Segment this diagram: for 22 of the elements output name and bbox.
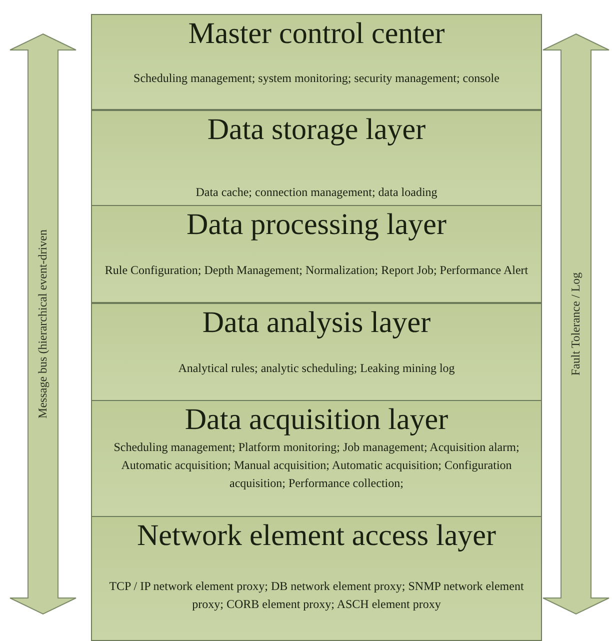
double-arrow [10, 34, 76, 614]
layer-title: Data processing layer [186, 208, 446, 242]
layer-description: TCP / IP network element proxy; DB network element proxy; SNMP network element proxy; CORB element proxy; ASCH element proxy [108, 578, 525, 613]
layer-title: Data analysis layer [202, 306, 431, 340]
layer-description: Rule Configuration; Depth Management; Normalization; Report Job; Performance Alert [104, 262, 528, 280]
layer-title: Master control center [188, 17, 445, 52]
layer-description: Data cache; connection management; data loading [196, 184, 438, 201]
layer-description: Analytical rules; analytic scheduling; Leaking mining log [178, 360, 455, 378]
layer-band [91, 205, 542, 303]
layer-title: Network element access layer [137, 519, 496, 554]
layer-band [91, 303, 542, 401]
layer-description: Scheduling management; Platform monitoring; Job management; Acquisition alarm; Automatic acquisition; Manual acquisition; Automatic acquisition; Configuration acquisition; Performance collection; [112, 438, 520, 492]
layer-band [91, 516, 542, 641]
double-arrow [543, 34, 609, 614]
layer-title: Data acquisition layer [184, 403, 448, 438]
layer-band [91, 110, 542, 206]
arrow-label: Message bus (hierarchical event-driven [36, 230, 50, 418]
arrow-label: Fault Tolerance / Log [568, 272, 584, 376]
layer-band [91, 400, 542, 517]
layer-band [91, 14, 542, 110]
layer-description: Scheduling management; system monitoring; security management; console [134, 70, 500, 88]
layer-title: Data storage layer [207, 113, 426, 148]
